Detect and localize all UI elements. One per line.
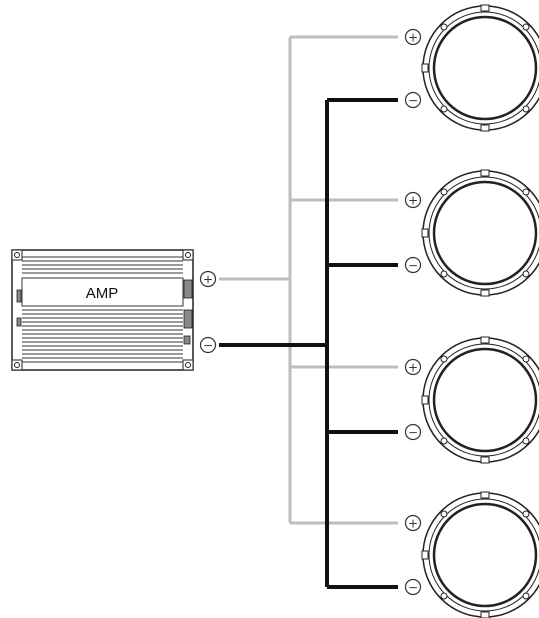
amp-bottom-fins xyxy=(22,309,183,363)
speaker-3-negative-terminal: − xyxy=(404,423,422,441)
amp-connectors xyxy=(16,279,193,345)
speaker-4-negative-terminal: − xyxy=(404,578,422,596)
speaker-4 xyxy=(421,491,539,618)
amp-positive-sign: + xyxy=(203,273,213,287)
positive-wiring xyxy=(219,35,398,525)
speaker-1-positive-sign: + xyxy=(408,31,418,45)
speaker-2-negative-terminal: − xyxy=(404,256,422,274)
amp-label: AMP xyxy=(86,285,119,302)
speaker-1-negative-sign: − xyxy=(408,94,418,108)
speaker-1-positive-terminal: + xyxy=(404,28,422,46)
speaker-4-positive-terminal: + xyxy=(404,514,422,532)
speaker-4-positive-sign: + xyxy=(408,517,418,531)
amp-mounting-feet xyxy=(11,249,194,371)
amp-negative-sign: − xyxy=(203,339,213,353)
amp-negative-terminal: − xyxy=(199,336,217,354)
speaker-1 xyxy=(421,4,539,132)
speaker-3 xyxy=(421,336,539,464)
speaker-2-positive-sign: + xyxy=(408,194,418,208)
speaker-2-positive-terminal: + xyxy=(404,191,422,209)
speaker-4-negative-sign: − xyxy=(408,581,418,595)
speaker-1-negative-terminal: − xyxy=(404,91,422,109)
speaker-2 xyxy=(421,169,539,297)
amp-top-fins xyxy=(22,256,183,274)
speaker-3-positive-sign: + xyxy=(408,361,418,375)
amplifier: AMP xyxy=(11,249,194,371)
speaker-2-negative-sign: − xyxy=(408,259,418,273)
amp-positive-terminal: + xyxy=(199,270,217,288)
amp-label-panel xyxy=(21,277,184,307)
speaker-3-positive-terminal: + xyxy=(404,358,422,376)
speaker-3-negative-sign: − xyxy=(408,426,418,440)
negative-wiring xyxy=(219,98,398,589)
